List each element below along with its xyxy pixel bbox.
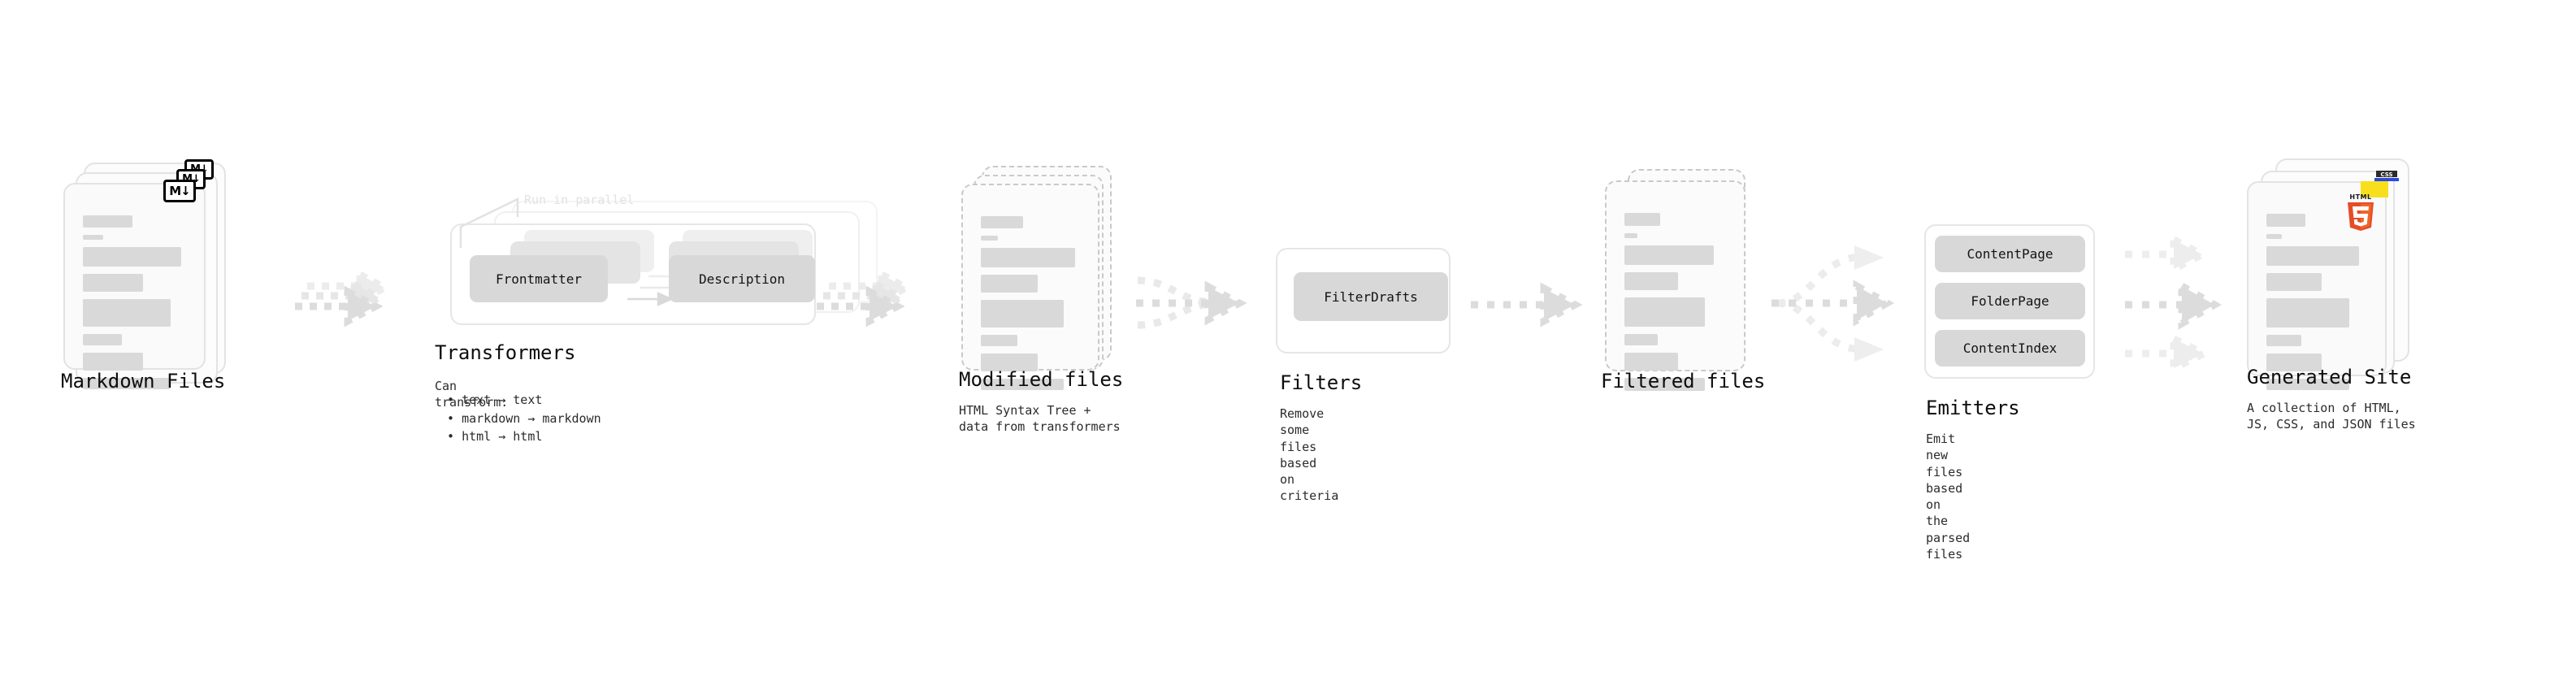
filtered-file-stack <box>1597 163 1784 423</box>
transformers-bullet-item: markdown → markdown <box>447 410 601 428</box>
skeleton-bars <box>981 213 1080 397</box>
stage-title-filters: Filters <box>1280 371 1363 394</box>
stage-subtitle-filters: Remove some files based on criteria <box>1280 406 1339 504</box>
css-icon: CSS <box>2374 169 2399 181</box>
emitter-node-folderpage[interactable]: FolderPage <box>1935 283 2085 319</box>
svg-text:HTML: HTML <box>2349 193 2371 201</box>
modified-file-stack <box>959 163 1146 423</box>
svg-text:CSS: CSS <box>2380 171 2392 178</box>
file-card-front <box>1605 180 1746 391</box>
generated-site-file-stack: CSS HTML <box>2244 158 2439 419</box>
transformer-node-description[interactable]: Description <box>669 255 815 302</box>
skeleton-bars <box>1624 210 1726 398</box>
javascript-icon <box>2361 181 2388 197</box>
stage-title-emitters: Emitters <box>1926 397 2020 419</box>
transformers-bullet-list: text → text markdown → markdown html → h… <box>447 391 601 446</box>
transformers-bullet-item: text → text <box>447 391 601 410</box>
file-card-front <box>63 183 206 389</box>
stage-generated-site: CSS HTML Generated Site A collection of … <box>2244 158 2439 432</box>
stage-title-generated-site: Generated Site <box>2247 366 2412 388</box>
stage-filtered-files: Filtered files <box>1597 163 1784 423</box>
transformer-node-frontmatter[interactable]: Frontmatter <box>470 255 608 302</box>
stage-modified-files: Modified files HTML Syntax Tree + data f… <box>959 163 1146 434</box>
emitter-node-contentindex[interactable]: ContentIndex <box>1935 330 2085 367</box>
filter-node-filterdrafts[interactable]: FilterDrafts <box>1294 272 1448 321</box>
markdown-icon-front: M↓ <box>163 180 196 202</box>
file-card-front <box>961 184 1099 390</box>
stage-title-transformers: Transformers <box>435 341 576 364</box>
stage-title-modified-files: Modified files <box>959 368 1124 391</box>
stage-subtitle-modified-files: HTML Syntax Tree + data from transformer… <box>959 403 1121 435</box>
html5-icon: HTML <box>2344 192 2378 231</box>
stage-title-markdown-files: Markdown Files <box>61 370 226 393</box>
run-in-parallel-label: Run in parallel <box>524 193 635 207</box>
stage-markdown-files: M↓ M↓ M↓ Markdown Files <box>61 159 248 423</box>
file-card-front <box>2247 181 2387 390</box>
emitter-node-contentpage[interactable]: ContentPage <box>1935 236 2085 272</box>
transformers-bullet-item: html → html <box>447 427 601 446</box>
markdown-glyph: M↓ <box>169 183 190 198</box>
skeleton-bars <box>83 212 186 397</box>
markdown-file-stack: M↓ M↓ M↓ <box>61 159 248 423</box>
stage-subtitle-generated-site: A collection of HTML, JS, CSS, and JSON … <box>2247 401 2416 432</box>
stage-title-filtered-files: Filtered files <box>1601 370 1766 393</box>
skeleton-bars <box>2266 214 2367 397</box>
stage-subtitle-emitters: Emit new files based on the parsed files <box>1926 432 1971 562</box>
